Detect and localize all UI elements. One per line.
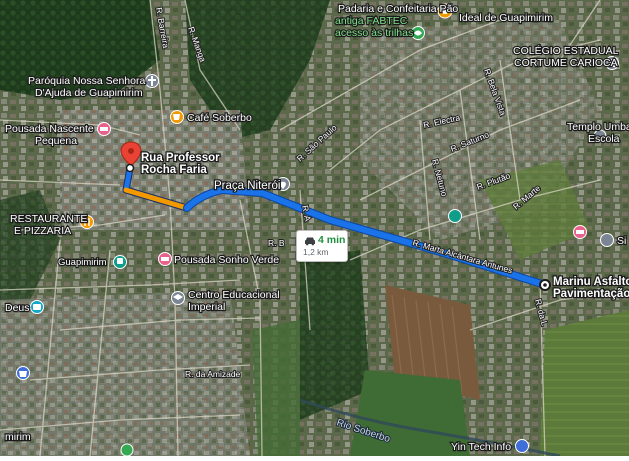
pousada-nascente-pin[interactable]	[97, 122, 111, 136]
route-traffic-segment[interactable]	[123, 187, 190, 211]
route-duration: 4 min	[318, 234, 346, 246]
route-distance: 1,2 km	[303, 247, 329, 257]
paroquia-label-2: D'Ajuda de Guapimirim	[35, 87, 143, 99]
si-pin[interactable]	[600, 233, 614, 247]
origin-label-1: Marinu Asfalto e	[553, 276, 629, 288]
sport-pin[interactable]	[448, 209, 462, 223]
praca-label: Praça Niterói	[214, 180, 280, 192]
school-pin-icon	[173, 294, 183, 300]
centro-pin[interactable]	[171, 291, 185, 305]
destination-label-2: Rocha Faria	[141, 164, 207, 176]
praca-pin[interactable]	[276, 177, 290, 191]
hotel-pin-icon	[576, 230, 584, 234]
pousada-nascente-label-1: Pousada Nascente	[5, 123, 94, 135]
mirim-label: mirim	[5, 431, 31, 443]
templo-label-1: Templo Umba	[567, 121, 629, 133]
hotel-pin-icon	[100, 127, 108, 131]
shop-pin-icon	[19, 371, 27, 377]
hotel-east-pin[interactable]	[573, 225, 587, 239]
guapimirim-station-pin[interactable]	[113, 255, 127, 269]
restaurante-label-1: RESTAURANTE	[10, 213, 87, 225]
restaurante-pin[interactable]	[80, 215, 94, 229]
church-pin-icon	[148, 76, 156, 86]
route-main[interactable]	[184, 187, 548, 288]
route-duration-callout[interactable]: 4 min 1,2 km	[296, 230, 348, 262]
centro-label-1: Centro Educacional	[188, 289, 280, 301]
bottom-green-pin[interactable]	[120, 443, 134, 457]
restaurante-label-2: E PIZZARIA	[14, 225, 71, 237]
forest-patch-s	[300, 250, 370, 420]
train-pin-icon	[117, 258, 123, 264]
car-icon	[305, 237, 315, 246]
green-park	[252, 320, 300, 456]
destination-label-1: Rua Professor	[141, 152, 220, 164]
padaria-label-1: Padaria e Confeitaria Pão	[338, 3, 458, 15]
forest-patch-n	[185, 0, 330, 140]
green-field-se	[540, 310, 629, 456]
padaria-label-2: Ideal de Guapimirim	[459, 12, 553, 24]
shop-pin[interactable]	[16, 366, 30, 380]
cafe-label: Café Soberbo	[187, 112, 252, 124]
destination-dot	[125, 163, 135, 173]
school-pin-icon	[607, 59, 617, 67]
river-soberbo	[299, 398, 561, 458]
origin-marker-dot	[543, 283, 547, 287]
si-label: Si	[617, 235, 626, 247]
centro-label-2: Imperial	[188, 301, 225, 313]
templo-label-2: Escola	[588, 133, 620, 145]
hotel-pin-icon	[161, 257, 169, 261]
street-rua-b: R. B	[268, 238, 285, 248]
green-field-e	[480, 160, 590, 260]
colegio-label-2: CORTUME CARIOCA	[514, 57, 618, 69]
colegio-label-1: COLÉGIO ESTADUAL	[513, 44, 619, 57]
forest-patch-nw	[0, 0, 160, 100]
fabtec-pin[interactable]	[411, 26, 425, 40]
field-furrows	[391, 294, 463, 396]
colegio-pin[interactable]	[605, 56, 619, 70]
yin-tech-label: Yin Tech Info	[451, 441, 511, 453]
camera-pin-icon	[33, 304, 41, 310]
fabtec-label-2: acesso às trilhas	[335, 27, 413, 39]
pousada-sonho-pin[interactable]	[158, 252, 172, 266]
padaria-pin[interactable]	[437, 3, 453, 19]
guapimirim-label: Guapimirim	[58, 257, 107, 268]
cafe-pin[interactable]	[170, 110, 184, 124]
origin-label-2: Pavimentação LT	[553, 288, 629, 300]
paroquia-label-1: Paróquia Nossa Senhora	[28, 75, 145, 87]
forest-patch-w	[0, 190, 60, 300]
pousada-nascente-label-2: Pequena	[35, 135, 77, 147]
pin-icon	[280, 181, 286, 189]
yin-tech-pin[interactable]	[515, 439, 529, 453]
templo-pin[interactable]	[593, 129, 607, 143]
deus-label: Deus	[5, 302, 30, 314]
fabtec-label-1: antiga FABTEC	[335, 15, 408, 27]
eye-pin-icon	[414, 30, 422, 36]
street-rua-a: R. A	[300, 204, 313, 222]
food-pin-icon	[442, 7, 448, 14]
pousada-sonho-label: Pousada Sonho Verde	[174, 254, 279, 266]
paroquia-pin[interactable]	[145, 74, 159, 88]
cafe-pin-icon	[173, 114, 180, 120]
street-amizade: R. da Amizade	[185, 369, 241, 379]
food-pin-icon	[84, 218, 90, 226]
deus-pin[interactable]	[30, 300, 44, 314]
